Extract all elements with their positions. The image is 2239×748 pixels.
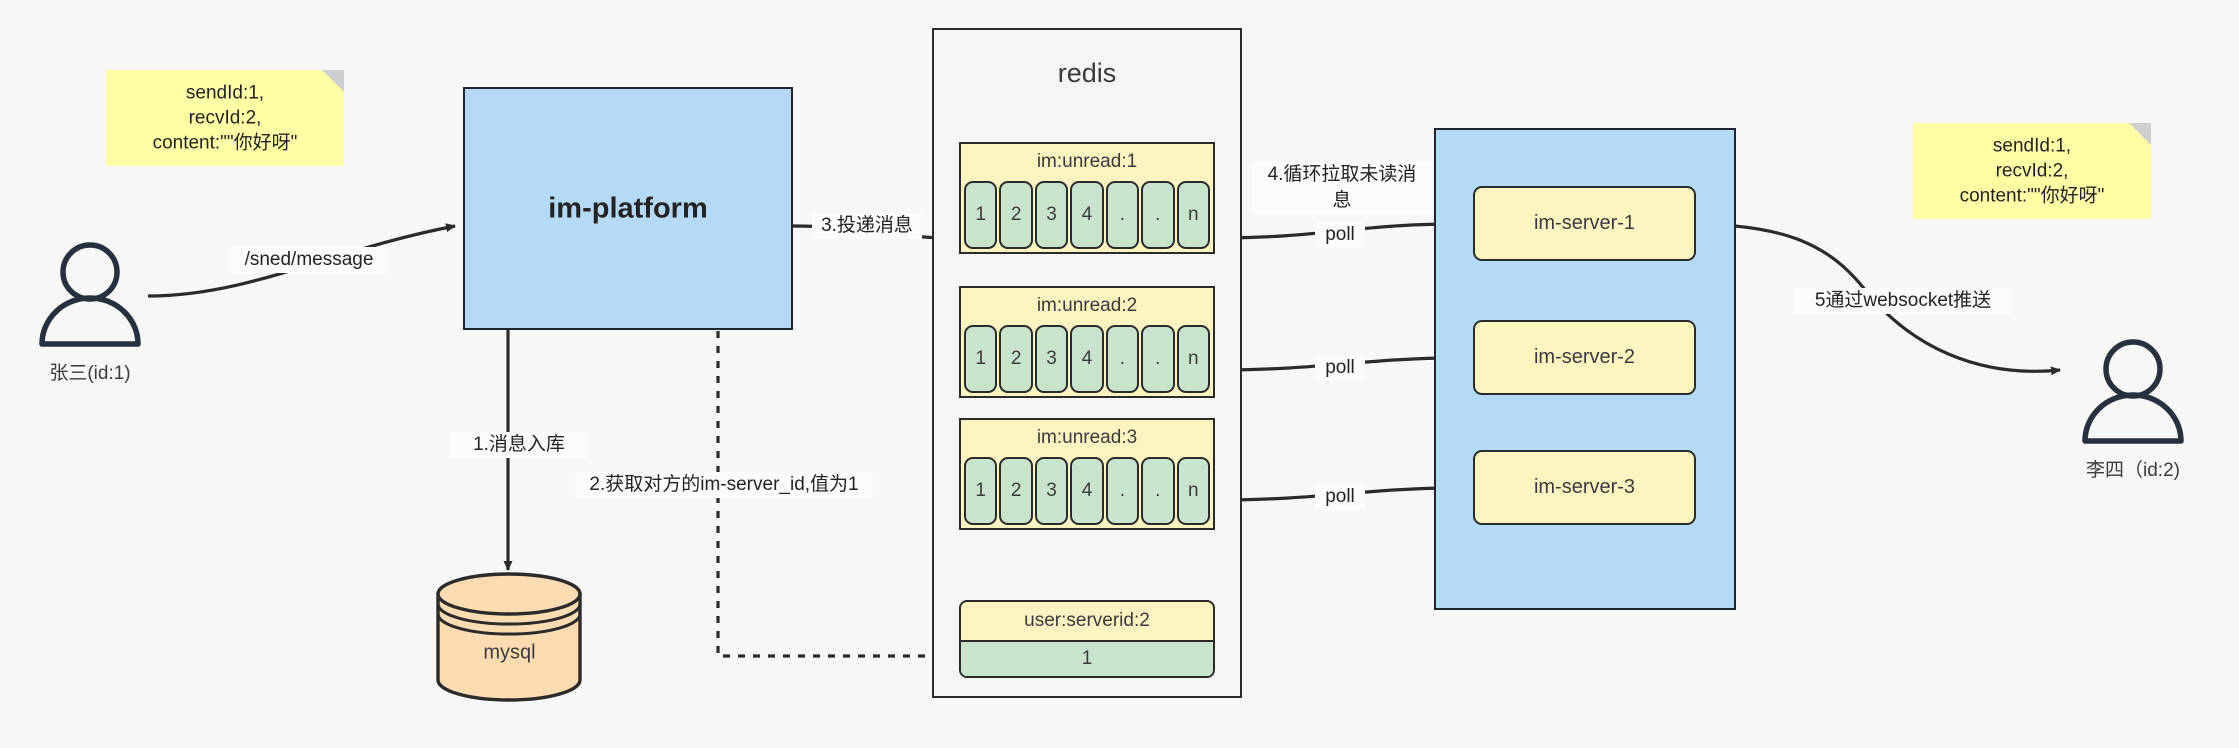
receiver-person-icon <box>2073 337 2193 447</box>
edge-label-step3: 3.投递消息 <box>812 213 922 239</box>
message-note-right-text: sendId:1, recvId:2, content:""你好呀" <box>1959 135 2105 207</box>
im-server-3-label: im-server-3 <box>1533 476 1636 498</box>
queue-cells: 1 2 3 4 . . n <box>964 457 1210 525</box>
mysql-database-icon: mysql <box>432 572 587 702</box>
im-server-1-box[interactable]: im-server-1 <box>1473 186 1696 261</box>
edge-label-step1: 1.消息入库 <box>449 432 589 458</box>
queue-cell: 1 <box>964 181 998 249</box>
message-note-right: sendId:1, recvId:2, content:""你好呀" <box>1913 123 2151 219</box>
edge-label-send-message: /sned/message <box>229 247 389 273</box>
queue-key-label: im:unread:1 <box>1036 151 1138 172</box>
im-server-1-label: im-server-1 <box>1533 212 1636 234</box>
im-platform-label: im-platform <box>548 192 708 224</box>
redis-queue-im-unread-2: im:unread:2 1 2 3 4 . . n <box>959 286 1215 398</box>
queue-cell: . <box>1105 325 1140 393</box>
queue-cell: . <box>1141 457 1175 525</box>
queue-cell: 2 <box>999 325 1033 393</box>
queue-cell: 3 <box>1034 181 1069 249</box>
queue-cell: 2 <box>999 457 1033 525</box>
queue-cell: n <box>1176 457 1210 525</box>
im-server-3-box[interactable]: im-server-3 <box>1473 450 1696 525</box>
message-note-left-text: sendId:1, recvId:2, content:""你好呀" <box>152 82 298 154</box>
edge-label-poll-3: poll <box>1315 484 1365 510</box>
kv-key-label: user:serverid:2 <box>1024 610 1150 631</box>
queue-cell: n <box>1176 181 1210 249</box>
queue-cells: 1 2 3 4 . . n <box>964 325 1210 393</box>
edge-label-poll-2: poll <box>1315 355 1365 381</box>
queue-cell: 2 <box>999 181 1033 249</box>
edge-label-poll-1: poll <box>1315 222 1365 248</box>
redis-title: redis <box>1057 58 1117 88</box>
im-server-2-label: im-server-2 <box>1533 346 1636 368</box>
sender-label: 张三(id:1) <box>49 363 131 384</box>
queue-cell: 4 <box>1070 325 1104 393</box>
queue-cells: 1 2 3 4 . . n <box>964 181 1210 249</box>
queue-cell: 3 <box>1034 325 1069 393</box>
queue-cell: . <box>1141 325 1175 393</box>
im-platform-box[interactable]: im-platform <box>463 87 793 330</box>
redis-queue-im-unread-3: im:unread:3 1 2 3 4 . . n <box>959 418 1215 530</box>
queue-cell: 1 <box>964 325 998 393</box>
queue-cell: 3 <box>1034 457 1069 525</box>
queue-cell: 4 <box>1070 457 1104 525</box>
redis-queue-im-unread-1: im:unread:1 1 2 3 4 . . n <box>959 142 1215 254</box>
queue-cell: . <box>1105 457 1140 525</box>
im-server-2-box[interactable]: im-server-2 <box>1473 320 1696 395</box>
queue-cell: 4 <box>1070 181 1104 249</box>
redis-kv-user-serverid: user:serverid:2 1 <box>959 600 1215 678</box>
queue-cell: . <box>1105 181 1140 249</box>
queue-cell: . <box>1141 181 1175 249</box>
queue-key-label: im:unread:3 <box>1036 427 1138 448</box>
edge-label-step2: 2.获取对方的im-server_id,值为1 <box>574 472 874 498</box>
receiver-label: 李四（id:2) <box>2086 460 2180 481</box>
edge-label-step5: 5通过websocket推送 <box>1793 288 2013 314</box>
queue-cell: 1 <box>964 457 998 525</box>
note-fold-icon <box>2129 123 2151 145</box>
mysql-label: mysql <box>483 641 536 664</box>
queue-cell: n <box>1176 325 1210 393</box>
kv-value-label: 1 <box>961 640 1213 676</box>
note-fold-icon <box>322 70 344 92</box>
edge-label-step4: 4.循环拉取未读消 息 <box>1252 162 1432 214</box>
queue-key-label: im:unread:2 <box>1036 295 1138 316</box>
sender-person-icon <box>30 240 150 350</box>
message-note-left: sendId:1, recvId:2, content:""你好呀" <box>106 70 344 166</box>
